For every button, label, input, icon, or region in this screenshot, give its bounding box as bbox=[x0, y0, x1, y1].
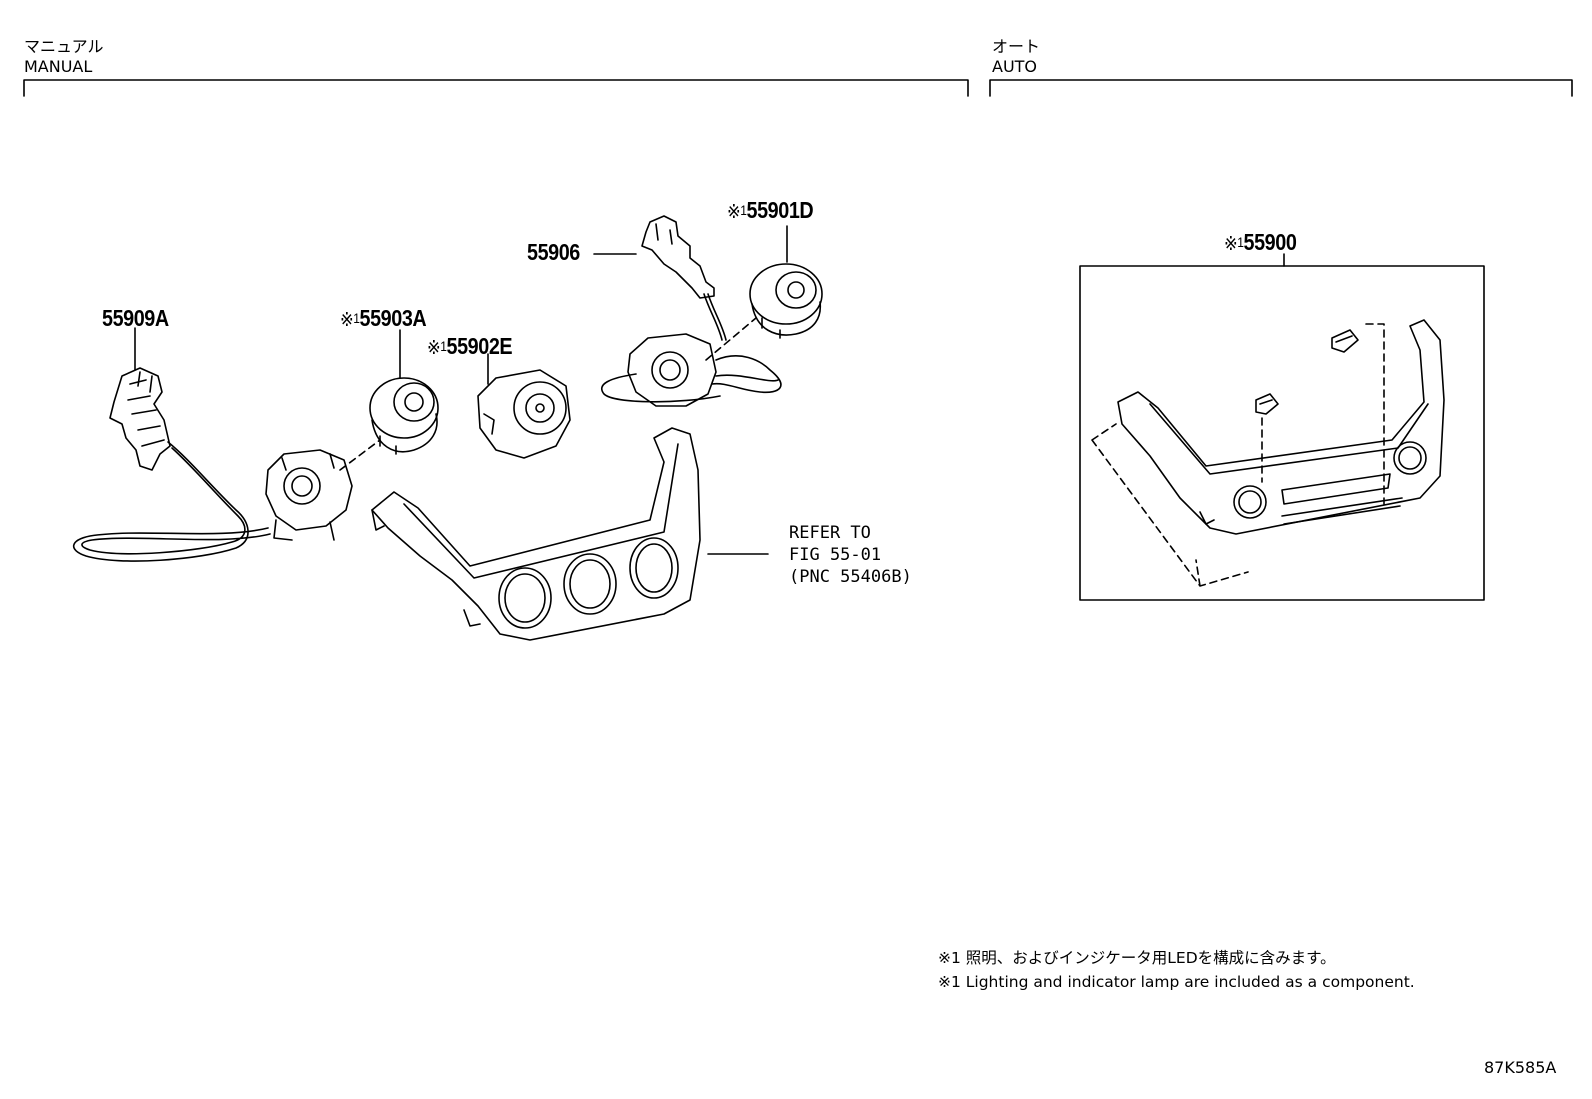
auto-dash-lines bbox=[1091, 323, 1385, 587]
part-label-55909A[interactable]: 55909A bbox=[102, 306, 169, 330]
manual-section-bracket bbox=[23, 79, 969, 97]
part-55903A-knob bbox=[369, 377, 439, 455]
part-code: 55909A bbox=[102, 305, 169, 331]
auto-section-bracket bbox=[989, 79, 1573, 97]
refer-to-label[interactable]: REFER TO FIG 55-01 (PNC 55406B) bbox=[789, 522, 912, 588]
part-55902E-knob bbox=[477, 369, 571, 459]
note-mark: ※ bbox=[340, 310, 354, 331]
auto-section-title-en: AUTO bbox=[992, 57, 1038, 76]
refer-line-2: FIG 55-01 bbox=[789, 545, 882, 565]
part-55906-connector bbox=[601, 333, 782, 407]
part-label-55906[interactable]: 55906 bbox=[527, 240, 580, 264]
part-code: 55902E bbox=[446, 333, 513, 359]
part-55909A-harness bbox=[72, 367, 271, 562]
note-number: 1 bbox=[740, 202, 747, 218]
part-label-55901D[interactable]: ※155901D bbox=[727, 197, 814, 225]
note-number: 1 bbox=[440, 338, 447, 354]
part-code: 55903A bbox=[359, 305, 427, 331]
manual-section-title-en: MANUAL bbox=[24, 57, 93, 76]
footnote-en: ※1 Lighting and indicator lamp are inclu… bbox=[938, 973, 1415, 991]
note-mark: ※ bbox=[727, 202, 741, 223]
note-mark: ※ bbox=[427, 338, 441, 359]
refer-line-1: REFER TO bbox=[789, 523, 871, 543]
auto-bulb-2 bbox=[1331, 329, 1359, 353]
auto-assembly-frame bbox=[1079, 265, 1485, 601]
note-mark: ※ bbox=[1224, 234, 1238, 255]
refer-line-3: (PNC 55406B) bbox=[789, 567, 912, 587]
part-code: 55901D bbox=[746, 197, 814, 223]
diagram-code: 87K585A bbox=[1484, 1058, 1557, 1077]
note-number: 1 bbox=[353, 310, 360, 326]
note-number: 1 bbox=[1237, 234, 1244, 250]
part-code: 55900 bbox=[1243, 229, 1297, 255]
auto-section-title-jp: オート bbox=[992, 37, 1041, 56]
dash-line-55901D bbox=[705, 317, 757, 361]
auto-control-panel bbox=[1117, 319, 1445, 535]
part-55901D-knob bbox=[749, 263, 823, 339]
footnote-jp: ※1 照明、およびインジケータ用LEDを構成に含みます。 bbox=[938, 949, 1336, 967]
part-label-55903A[interactable]: ※155903A bbox=[340, 305, 427, 333]
dash-line-55903A bbox=[339, 439, 381, 471]
part-55906-socket bbox=[641, 215, 727, 341]
auto-bulb-1 bbox=[1255, 393, 1279, 415]
part-label-55902E[interactable]: ※155902E bbox=[427, 333, 513, 361]
manual-bezel-panel bbox=[371, 427, 701, 641]
part-code: 55906 bbox=[527, 239, 580, 265]
part-label-55900[interactable]: ※155900 bbox=[1224, 229, 1297, 257]
part-55909A-connector bbox=[265, 449, 353, 541]
manual-section-title-jp: マニュアル bbox=[24, 37, 104, 56]
